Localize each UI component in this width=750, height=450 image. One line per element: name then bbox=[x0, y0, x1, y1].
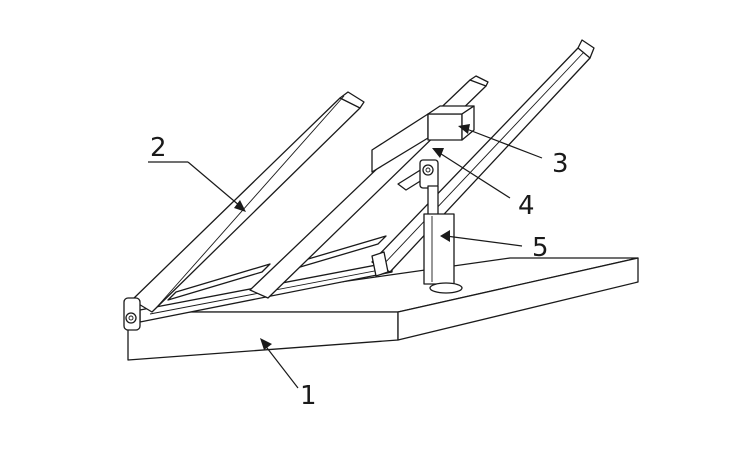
leader-arrow-2 bbox=[234, 200, 246, 212]
hinge-pin-center bbox=[128, 315, 134, 321]
frame-inner-panel-left bbox=[167, 263, 271, 301]
leader-arrow-5 bbox=[440, 230, 450, 242]
leader-lines bbox=[148, 124, 543, 389]
base-plate-front bbox=[127, 311, 399, 361]
mounting-block-front bbox=[427, 113, 463, 141]
label-part-3: 3 bbox=[552, 149, 569, 179]
mounting-block bbox=[371, 105, 475, 173]
leader-line-4 bbox=[437, 151, 511, 199]
leader-arrow-4 bbox=[432, 148, 444, 158]
leader-line-2 bbox=[187, 161, 241, 207]
label-part-1: 1 bbox=[300, 381, 317, 411]
pivot-joint bbox=[397, 159, 439, 191]
cylinder-base-flange bbox=[429, 282, 463, 294]
leader-arrow-1 bbox=[260, 338, 272, 350]
base-plate-side bbox=[397, 257, 639, 341]
leader-line-5 bbox=[445, 235, 523, 247]
frame-left-rail-lip bbox=[339, 91, 365, 109]
label-part-5: 5 bbox=[532, 233, 549, 263]
leader-arrow-3 bbox=[458, 124, 470, 134]
pivot-pin bbox=[422, 164, 434, 176]
frame-middle-rail-lip bbox=[469, 75, 489, 87]
frame-left-rail-fold bbox=[155, 95, 345, 309]
pivot-pin-center bbox=[425, 167, 431, 173]
label-part-2: 2 bbox=[150, 133, 167, 163]
cylinder-barrel bbox=[423, 213, 455, 285]
leader-line-1 bbox=[263, 343, 299, 389]
hinge-pin bbox=[125, 312, 137, 324]
lifting-cylinder bbox=[423, 185, 463, 294]
frame-support-foot bbox=[371, 251, 389, 277]
cylinder-rod bbox=[427, 185, 439, 217]
leader-line-3 bbox=[463, 127, 543, 159]
frame-right-rail-lip bbox=[577, 39, 595, 59]
frame-right-rail-fold bbox=[381, 51, 585, 267]
label-part-4: 4 bbox=[518, 191, 535, 221]
